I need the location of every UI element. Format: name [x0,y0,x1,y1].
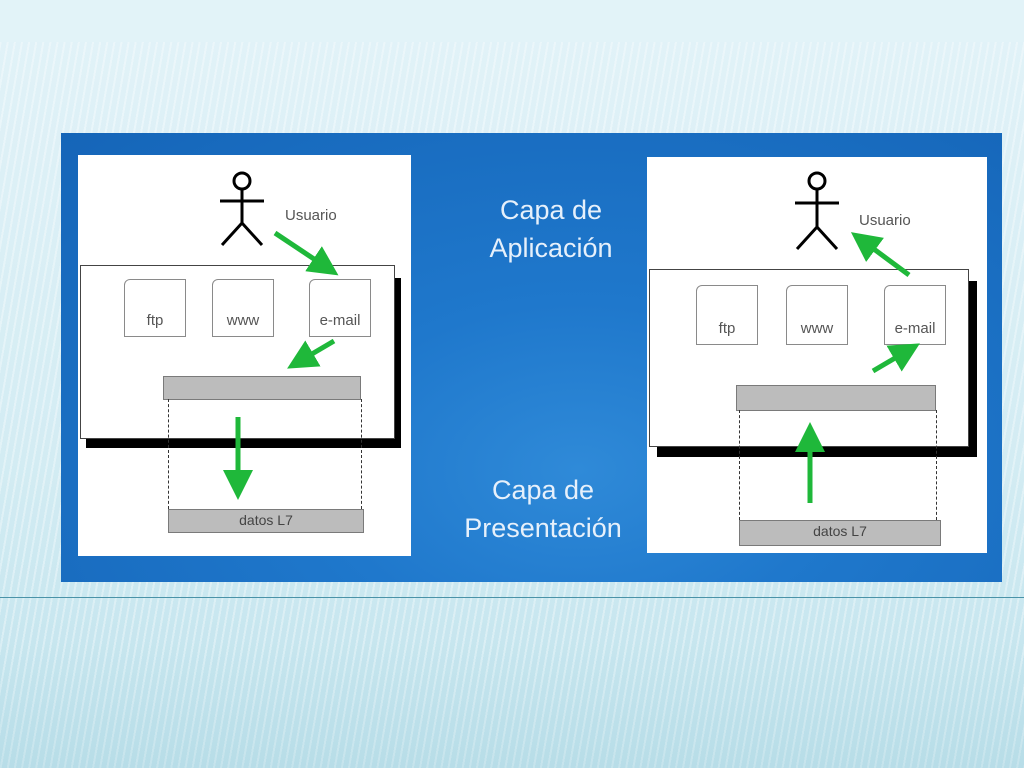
left-www-label: www [226,312,260,329]
right-dashed-channel [739,410,937,520]
left-ftp-box: ftp [124,279,186,337]
diagram-slide: Usuario ftp www e-mail datos L7 Capa de … [61,133,1002,582]
left-presentation-bar [163,376,361,400]
left-email-label: e-mail [319,312,361,329]
right-www-label: www [800,320,834,337]
application-layer-heading: Capa de Aplicación [489,195,613,263]
left-diagram-panel: Usuario ftp www e-mail datos L7 [78,155,411,556]
left-data-bar: datos L7 [168,509,364,533]
divider-line [0,597,1024,598]
top-band [0,0,1024,42]
right-email-label: e-mail [894,320,936,337]
background-fade [0,640,1024,768]
right-user-label: Usuario [859,212,911,229]
right-ftp-box: ftp [696,285,758,345]
left-data-label: datos L7 [239,512,293,528]
left-dashed-channel [168,399,362,509]
left-www-box: www [212,279,274,337]
right-diagram-panel: Usuario ftp www e-mail datos L7 [647,157,987,553]
right-arrow-icon [795,232,920,503]
right-data-bar: datos L7 [739,520,941,546]
presentation-layer-heading: Capa de Presentación [464,475,622,543]
right-presentation-bar [736,385,936,411]
left-user-label: Usuario [285,207,337,224]
left-person-icon [220,171,264,247]
right-ftp-label: ftp [718,320,736,337]
right-www-box: www [786,285,848,345]
right-data-label: datos L7 [813,523,867,539]
right-person-icon [795,171,839,251]
left-email-box: e-mail [309,279,371,337]
left-ftp-label: ftp [146,312,164,329]
left-arrow-icon [223,230,339,500]
